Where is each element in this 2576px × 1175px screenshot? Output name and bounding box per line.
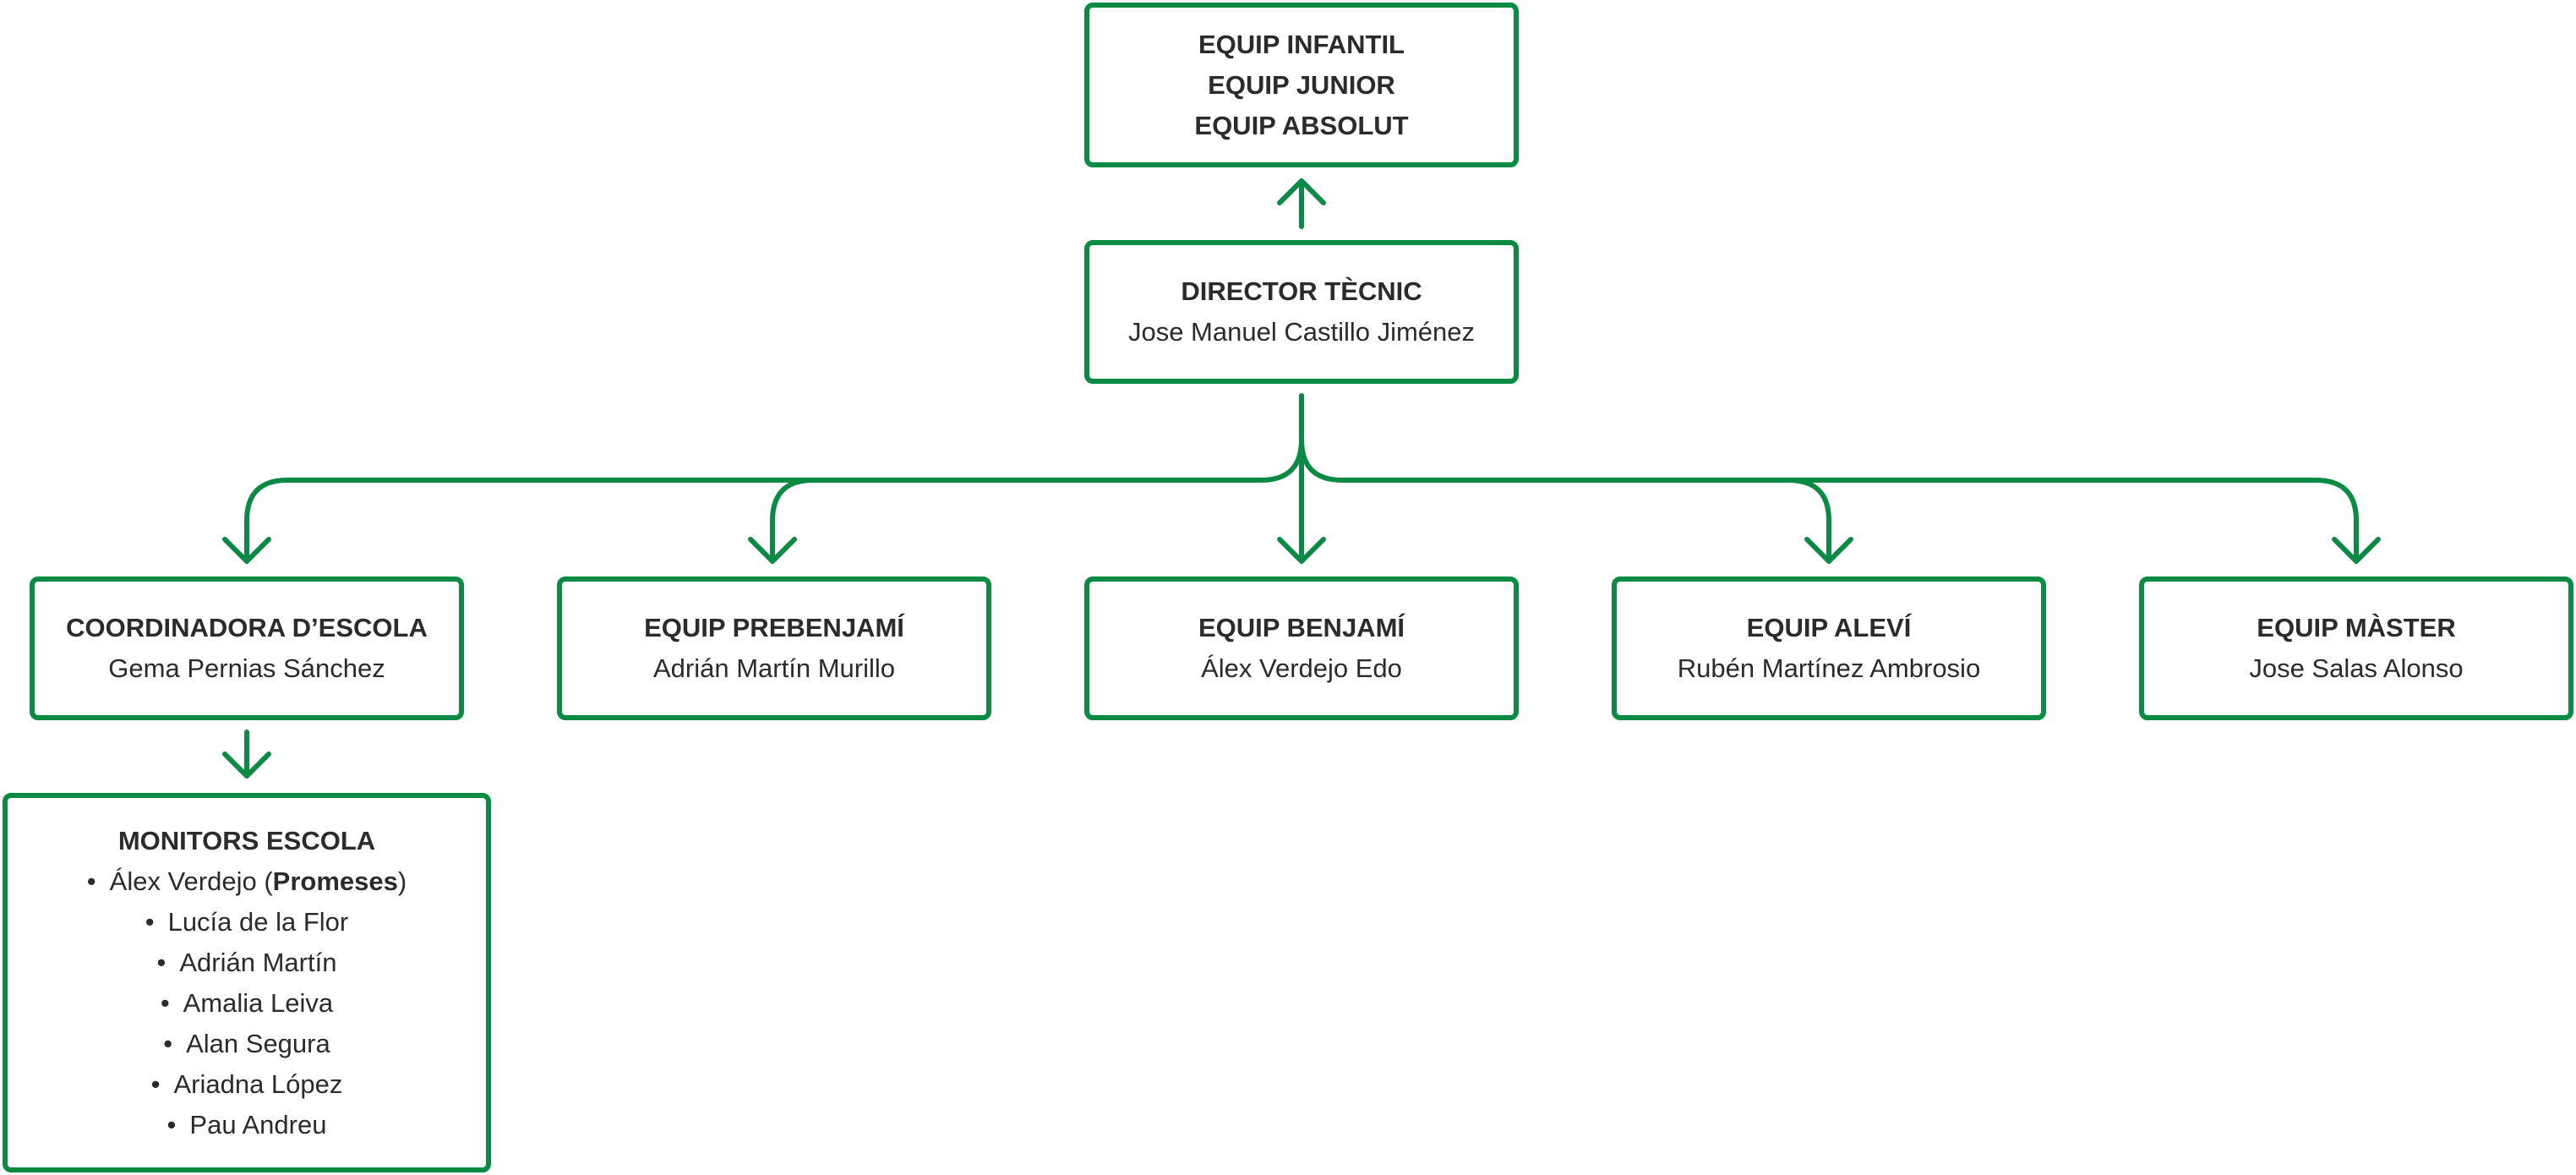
- list-item: • Álex Verdejo (Promeses): [87, 861, 407, 902]
- list-item: • Pau Andreu: [87, 1105, 407, 1145]
- arrowhead-benjami: [1277, 537, 1326, 564]
- list-item: • Amalia Leiva: [87, 983, 407, 1024]
- monitor-group-tag: Promeses: [272, 866, 398, 896]
- monitor-name: Pau Andreu: [189, 1109, 327, 1139]
- arrowhead-coordinadora: [222, 537, 271, 564]
- alevi-box: EQUIP ALEVÍ Rubén Martínez Ambrosio: [1612, 577, 2046, 720]
- monitor-name: Lucía de la Flor: [167, 906, 349, 937]
- monitors-box: MONITORS ESCOLA • Álex Verdejo (Promeses)…: [3, 793, 491, 1172]
- bullet-icon: •: [166, 1109, 177, 1139]
- monitor-name: Amalia Leiva: [183, 987, 334, 1018]
- top-teams-box: EQUIP INFANTIL EQUIP JUNIOR EQUIP ABSOLU…: [1084, 3, 1519, 167]
- branch-right: [1299, 437, 2359, 564]
- monitor-name: Álex Verdejo: [109, 866, 257, 896]
- bullet-icon: •: [86, 866, 96, 896]
- coordinadora-box: COORDINADORA D’ESCOLA Gema Pernias Sánch…: [30, 577, 464, 720]
- master-title: EQUIP MÀSTER: [2257, 613, 2456, 642]
- list-item: • Lucía de la Flor: [87, 902, 407, 943]
- list-item: • Ariadna López: [87, 1064, 407, 1105]
- arrowhead-master: [2332, 537, 2381, 564]
- bullet-icon: •: [145, 906, 155, 937]
- branch-left: [244, 437, 1304, 564]
- alevi-title: EQUIP ALEVÍ: [1746, 613, 1912, 642]
- monitors-list: •Álex Verdejo (Promeses) •Lucía de la Fl…: [87, 861, 407, 1145]
- coordinadora-name: Gema Pernias Sánchez: [108, 653, 385, 683]
- monitor-name: Ariadna López: [173, 1068, 343, 1099]
- arrowhead-up: [1277, 178, 1326, 205]
- alevi-name: Rubén Martínez Ambrosio: [1677, 653, 1981, 683]
- prebenjami-title: EQUIP PREBENJAMÍ: [644, 613, 904, 642]
- team-infantil-label: EQUIP INFANTIL: [1198, 29, 1405, 59]
- benjami-box: EQUIP BENJAMÍ Álex Verdejo Edo: [1084, 577, 1519, 720]
- monitor-name: Adrián Martín: [179, 947, 337, 977]
- prebenjami-box: EQUIP PREBENJAMÍ Adrián Martín Murillo: [557, 577, 991, 720]
- team-absolut-label: EQUIP ABSOLUT: [1194, 110, 1409, 140]
- list-item: • Alan Segura: [87, 1024, 407, 1064]
- arrowhead-alevi: [1804, 537, 1853, 564]
- bullet-icon: •: [156, 947, 166, 977]
- team-junior-label: EQUIP JUNIOR: [1208, 69, 1395, 100]
- bullet-icon: •: [150, 1068, 161, 1099]
- director-title: DIRECTOR TÈCNIC: [1181, 276, 1422, 306]
- master-name: Jose Salas Alonso: [2249, 653, 2464, 683]
- branch-prebenjami: [770, 478, 816, 564]
- benjami-name: Álex Verdejo Edo: [1201, 653, 1402, 683]
- master-box: EQUIP MÀSTER Jose Salas Alonso: [2139, 577, 2573, 720]
- monitors-title: MONITORS ESCOLA: [117, 825, 376, 855]
- list-item: • Adrián Martín: [87, 943, 407, 983]
- paren-open: (: [264, 866, 273, 896]
- prebenjami-name: Adrián Martín Murillo: [653, 653, 895, 683]
- arrowhead-prebenjami: [748, 537, 797, 564]
- director-box: DIRECTOR TÈCNIC Jose Manuel Castillo Jim…: [1084, 240, 1519, 384]
- monitor-name: Alan Segura: [186, 1028, 330, 1058]
- coordinadora-title: COORDINADORA D’ESCOLA: [66, 613, 428, 642]
- arrowhead-monitors: [222, 751, 271, 779]
- bullet-icon: •: [160, 987, 170, 1018]
- paren-close: ): [397, 866, 407, 896]
- bullet-icon: •: [163, 1028, 173, 1058]
- branch-alevi: [1786, 478, 1831, 564]
- director-name: Jose Manuel Castillo Jiménez: [1127, 317, 1476, 347]
- benjami-title: EQUIP BENJAMÍ: [1198, 613, 1405, 642]
